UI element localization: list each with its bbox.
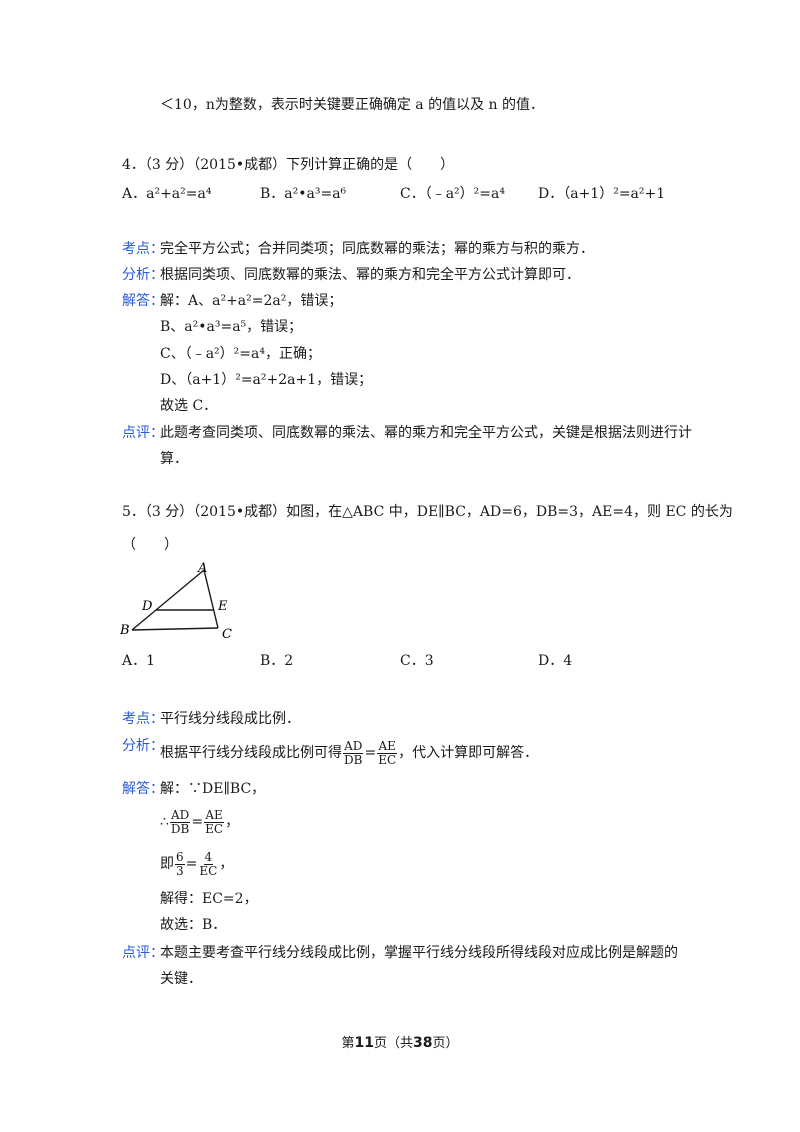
- q4-dianping-line-1: 此题考查同类项、同底数幂的乘法、幂的乘方和完全平方公式，关键是根据法则进行计: [160, 425, 692, 441]
- q4-kaodian-label: 考点：: [122, 241, 164, 257]
- q5-dianping-label: 点评：: [122, 945, 164, 961]
- q5-fenxi-post: ，代入计算即可解答．: [398, 745, 539, 761]
- q5-kaodian-label: 考点：: [122, 711, 164, 727]
- side-ac: [203, 569, 219, 629]
- q5-jieda-line-5: 故选：B．: [160, 917, 227, 933]
- vertex-label-b: B: [119, 623, 130, 638]
- q4-fenxi-label: 分析：: [122, 267, 164, 283]
- q5-jieda-line-1: 解：∵DE∥BC，: [160, 781, 266, 797]
- q4-option-b: B．a²•a³=a⁶: [260, 186, 347, 202]
- continuation-line: ＜10，n为整数，表示时关键要正确确定 a 的值以及 n 的值．: [160, 97, 544, 113]
- vertex-label-e: E: [217, 599, 228, 614]
- q4-dianping-label: 点评：: [122, 425, 164, 441]
- page-footer: 第11页（共38页）: [341, 1035, 459, 1051]
- vertex-label-c: C: [222, 627, 232, 642]
- q5-fenxi-label: 分析：: [122, 738, 164, 754]
- q4-stem: 4．（3 分）（2015•成都）下列计算正确的是（ ）: [122, 157, 455, 173]
- q4-option-d: D．（a+1）²=a²+1: [538, 186, 666, 202]
- triangle-figure: A D E B C: [119, 561, 232, 642]
- q5-kaodian: 平行线分线段成比例．: [160, 711, 300, 727]
- q4-jieda-line-5: 故选 C．: [160, 398, 218, 414]
- page-number: 11: [354, 1035, 374, 1051]
- q5-jieda-label: 解答：: [122, 781, 164, 797]
- q4-fenxi: 根据同类项、同底数幂的乘法、幂的乘方和完全平方公式计算即可．: [160, 267, 580, 283]
- q4-jieda-label: 解答：: [122, 293, 164, 309]
- q5-fenxi-pre: 根据平行线分线段成比例可得: [160, 745, 342, 761]
- q5-stem-line-2: （ ）: [122, 537, 178, 553]
- q4-jieda-line-4: D、（a+1）²=a²+2a+1，错误；: [160, 372, 373, 388]
- side-ab: [131, 569, 205, 631]
- q4-jieda-line-3: C、（﹣a²）²=a⁴，正确；: [160, 346, 321, 362]
- q5-stem-line-1: 5．（3 分）（2015•成都）如图，在△ABC 中，DE∥BC，AD=6，DB…: [122, 504, 733, 520]
- q5-dianping-line-1: 本题主要考查平行线分线段成比例，掌握平行线分线段所得线段对应成比例是解题的: [160, 945, 678, 961]
- q4-option-a: A．a²+a²=a⁴: [122, 186, 212, 202]
- page-total: 38: [413, 1035, 433, 1051]
- vertex-label-a: A: [197, 561, 207, 576]
- q4-dianping-line-2: 算．: [160, 451, 188, 467]
- q4-option-c: C．（﹣a²）²=a⁴: [400, 186, 505, 202]
- q5-option-b: B．2: [260, 653, 294, 669]
- q5-option-a: A．1: [122, 653, 156, 669]
- side-bc: [131, 627, 219, 631]
- vertex-label-d: D: [141, 599, 153, 614]
- q5-option-c: C．3: [400, 653, 434, 669]
- q5-jieda-line-4: 解得：EC=2，: [160, 891, 258, 907]
- q4-jieda-line-1: 解：A、a²+a²=2a²，错误；: [160, 293, 343, 309]
- q4-jieda-line-2: B、a²•a³=a⁵，错误；: [160, 319, 303, 335]
- q5-option-d: D．4: [538, 653, 573, 669]
- q4-kaodian: 完全平方公式；合并同类项；同底数幂的乘法；幂的乘方与积的乘方．: [160, 241, 594, 257]
- q5-dianping-line-2: 关键．: [160, 971, 202, 987]
